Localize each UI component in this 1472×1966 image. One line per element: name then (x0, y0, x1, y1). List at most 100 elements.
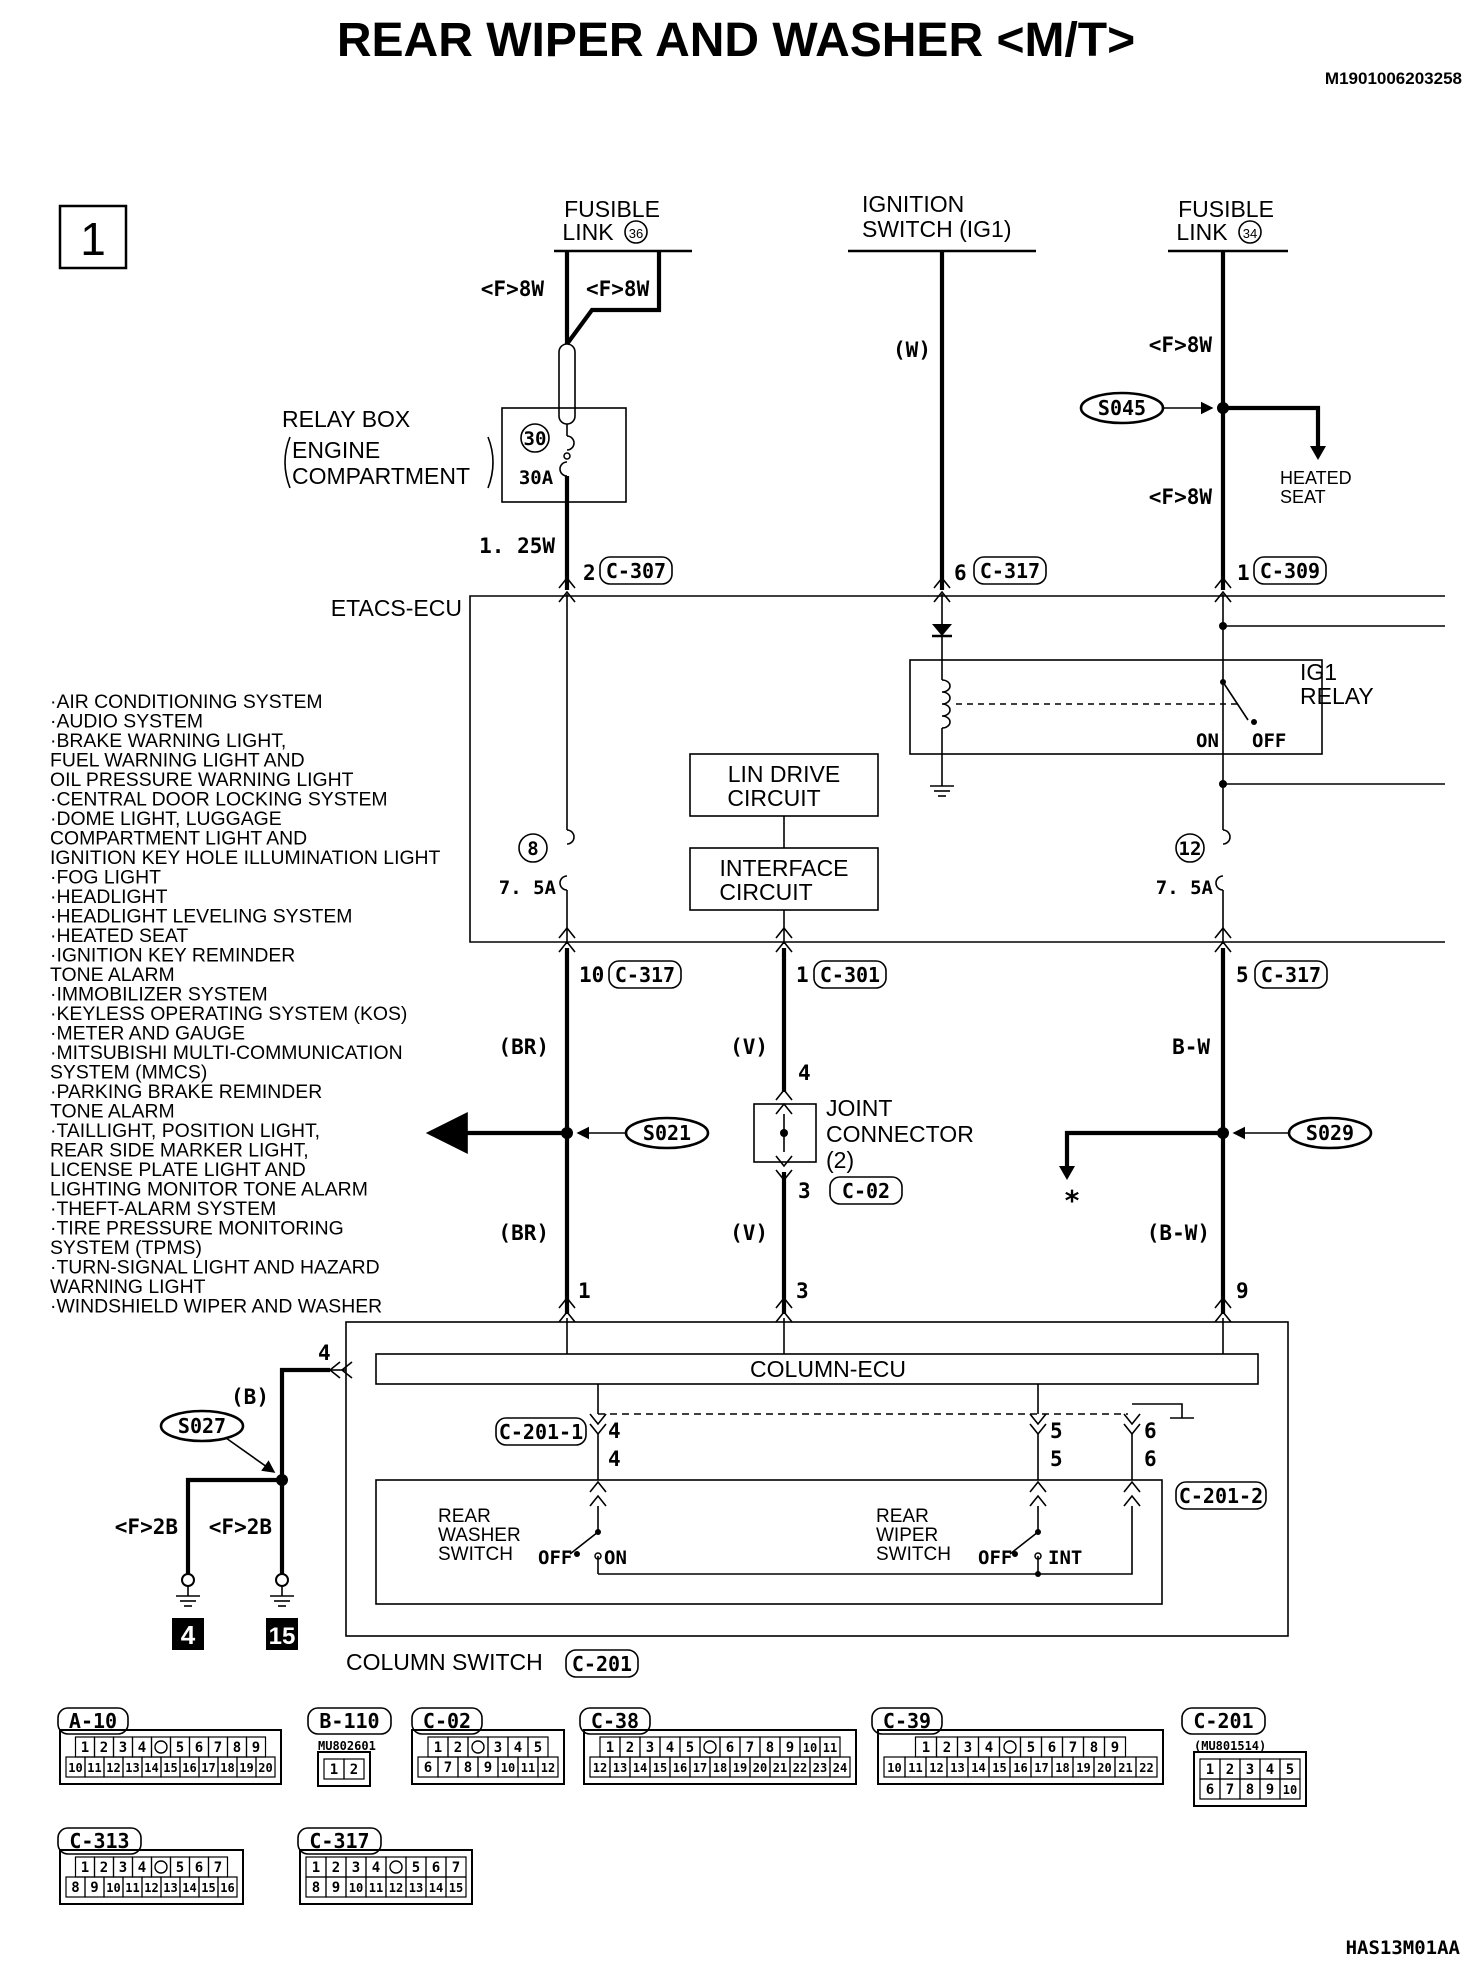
connector-pin-number: 15 (163, 1761, 177, 1775)
document-id: M1901006203258 (1325, 69, 1462, 88)
pin-col-1: 1 (578, 1279, 591, 1303)
connector-pin-number: 22 (1139, 1761, 1153, 1775)
wire-label-bw-2: (B-W) (1147, 1221, 1210, 1245)
connector-c201-2: C-201-2 (1179, 1484, 1263, 1508)
systems-list: ·AIR CONDITIONING SYSTEM ·AUDIO SYSTEM ·… (50, 691, 441, 1318)
connector-pin-number: 3 (119, 1860, 127, 1876)
connector-pin-number: 20 (753, 1761, 767, 1775)
connector-pin-number: 1 (922, 1740, 930, 1756)
connector-pin-number: 5 (534, 1740, 542, 1756)
ig1-relay-off: OFF (1252, 730, 1286, 752)
connector-pin-number: 2 (626, 1740, 634, 1756)
connector-pin-number: 20 (1097, 1761, 1111, 1775)
relay-box: 30 30A RELAY BOX ENGINE COMPARTMENT (282, 406, 627, 503)
connector-pin-number: 3 (1246, 1762, 1254, 1778)
system-item: ·KEYLESS OPERATING SYSTEM (KOS) (50, 1003, 407, 1025)
connector-pin-number: 1 (81, 1860, 89, 1876)
connector-pin-number: 14 (633, 1761, 647, 1775)
wire-label-v-2: (V) (730, 1221, 768, 1245)
diagram-title: REAR WIPER AND WASHER <M/T> (337, 14, 1135, 67)
ig1-relay-on: ON (1196, 730, 1219, 752)
connector-pin-number: 10 (501, 1761, 515, 1775)
system-item: ·HEADLIGHT (50, 886, 168, 908)
connector-pin-number: 22 (793, 1761, 807, 1775)
wire-label-w: (W) (893, 338, 931, 362)
splice-s027 (159, 1409, 245, 1443)
system-item: ·PARKING BRAKE REMINDER (50, 1081, 322, 1103)
connector-pin-number: 4 (666, 1740, 674, 1756)
connector-pin-number: 17 (201, 1761, 215, 1775)
connector-pin-number: 10 (68, 1761, 82, 1775)
wire-label-f8w-d: <F>8W (1149, 485, 1213, 509)
connector-pin-number: 6 (432, 1860, 440, 1876)
system-item: ·THEFT-ALARM SYSTEM (50, 1198, 276, 1220)
fusible-link-34-line1: FUSIBLE (1178, 196, 1274, 222)
connector-pin-number: 7 (214, 1740, 222, 1756)
system-item: ·BRAKE WARNING LIGHT, (50, 730, 286, 752)
system-item: SYSTEM (TPMS) (50, 1237, 202, 1259)
connector-pin-number: 15 (653, 1761, 667, 1775)
system-item: REAR SIDE MARKER LIGHT, (50, 1140, 309, 1162)
rear-wiper-line1: REAR (876, 1506, 929, 1527)
connector-c301: C-301 (820, 963, 880, 987)
joint-connector-line2: CONNECTOR (826, 1121, 974, 1147)
column-ecu-label: COLUMN-ECU (750, 1356, 906, 1382)
wire-label-f8w-c: <F>8W (1149, 333, 1213, 357)
connector-pin-number: 14 (182, 1881, 196, 1895)
connector-pin-number: 4 (138, 1740, 146, 1756)
wire-label-f2b-a: <F>2B (115, 1515, 178, 1539)
rear-wiper-off: OFF (978, 1547, 1012, 1569)
connector-pin-number: 5 (412, 1860, 420, 1876)
connector-pin-number: 1 (330, 1762, 338, 1778)
connector-pin-number: 3 (494, 1740, 502, 1756)
connector-pin-number: 6 (424, 1760, 432, 1776)
ignition-switch-ig1: IGNITION SWITCH (IG1) (848, 191, 1036, 253)
connector-pin-number: 7 (444, 1760, 452, 1776)
connector-pin-number: 2 (1226, 1762, 1234, 1778)
connector-c201-label: C-201 (572, 1652, 632, 1676)
system-item: IGNITION KEY HOLE ILLUMINATION LIGHT (50, 847, 441, 869)
fusible-link-34-line2: LINK (1176, 219, 1228, 245)
connector-pin-number: 14 (971, 1761, 985, 1775)
rear-washer-line3: SWITCH (438, 1544, 513, 1565)
connector-pin-number: 1 (434, 1740, 442, 1756)
fusible-link-34: FUSIBLE LINK 34 (1168, 196, 1288, 253)
fusible-link-36-num: 36 (629, 226, 643, 241)
connector-pin-number: 7 (1226, 1782, 1234, 1798)
relay-box-fuse-rating: 30A (519, 467, 554, 489)
connector-pin-number: 10 (887, 1761, 901, 1775)
system-item: TONE ALARM (50, 964, 175, 986)
wire-label-br-2: (BR) (498, 1221, 549, 1245)
connector-pin-number: 2 (100, 1860, 108, 1876)
connector-part-number: (MU801514) (1194, 1739, 1266, 1753)
system-item: ·HEATED SEAT (50, 925, 188, 947)
connector-pin-number: 12 (106, 1761, 120, 1775)
connector-pin-number: 2 (943, 1740, 951, 1756)
pin-col-9: 9 (1236, 1279, 1249, 1303)
connector-c02: C-02 (842, 1179, 890, 1203)
wire-label-125w: 1. 25W (479, 534, 555, 558)
lin-drive-line2: CIRCUIT (727, 785, 820, 811)
pin-col-3: 3 (796, 1279, 809, 1303)
interface-line2: CIRCUIT (719, 879, 812, 905)
connector-pin-number: 4 (138, 1860, 146, 1876)
connector-pin-number: 4 (372, 1860, 380, 1876)
system-item: ·IMMOBILIZER SYSTEM (50, 984, 268, 1006)
fuse-12-num: 12 (1179, 838, 1202, 860)
connector-pin-number: 20 (258, 1761, 272, 1775)
connector-pin-number: 4 (514, 1740, 522, 1756)
connector-pin-number: 8 (71, 1880, 79, 1896)
connector-c201-1: C-201-1 (499, 1420, 583, 1444)
connector-pin-number: 18 (1055, 1761, 1069, 1775)
system-item: ·AUDIO SYSTEM (50, 711, 203, 733)
column-ecu-box (375, 1353, 1259, 1385)
connector-pin-number: 24 (833, 1761, 847, 1775)
connector-pin-number: 6 (1048, 1740, 1056, 1756)
connector-c317-a: C-317 (980, 559, 1040, 583)
connector-pin-number: 10 (803, 1741, 817, 1755)
connector-pin-number: 13 (125, 1761, 139, 1775)
